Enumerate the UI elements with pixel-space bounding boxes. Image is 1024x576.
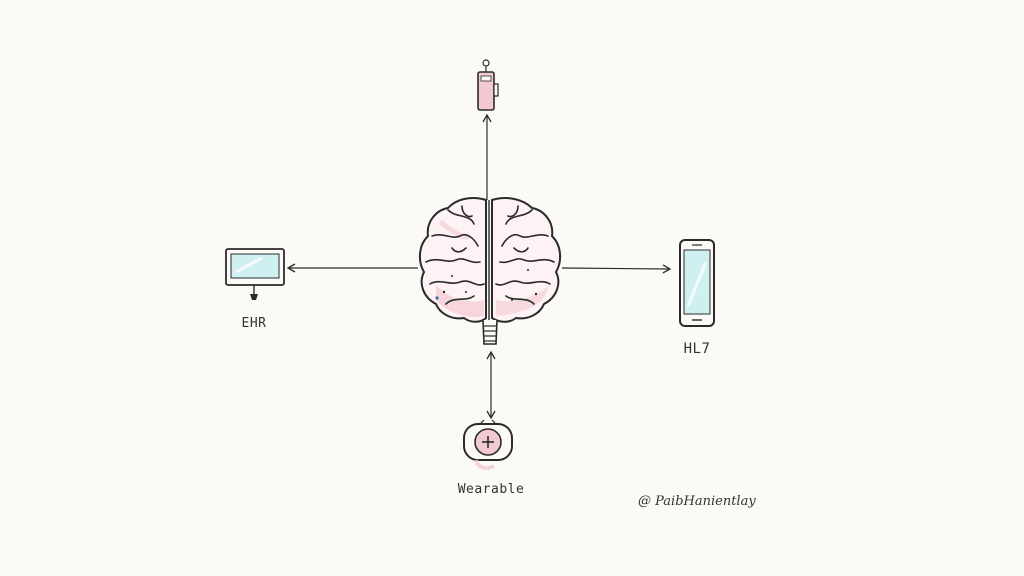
connectors	[286, 113, 672, 420]
monitor-icon	[225, 248, 285, 300]
wearable-device-icon	[463, 419, 513, 470]
hand-device-icon	[477, 59, 499, 111]
connector-to-right	[561, 264, 672, 274]
ehr-label: EHR	[241, 316, 267, 331]
brain-icon	[418, 197, 562, 345]
credit-handle: @ PaibHanientlay	[638, 494, 756, 509]
wearable-label: Wearable	[457, 482, 525, 497]
smartphone-icon	[679, 239, 715, 327]
hl7-label: HL7	[683, 341, 711, 357]
